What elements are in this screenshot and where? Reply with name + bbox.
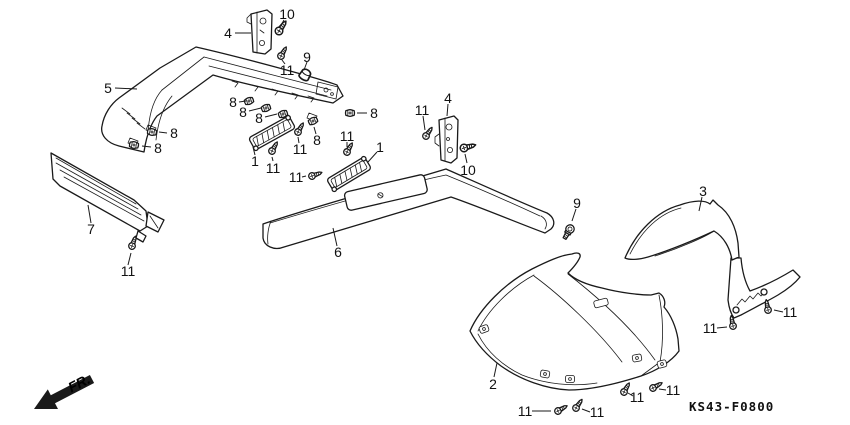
callout-part-8: 8	[229, 94, 237, 110]
callout-part-4: 4	[224, 25, 232, 41]
screw-icon	[420, 124, 436, 142]
diagram-code: KS43-F0800	[689, 399, 775, 414]
part-9-fasteners	[297, 66, 575, 240]
callout-part-11: 11	[292, 141, 308, 157]
clip-icon	[344, 109, 356, 117]
part-4-bracket-side	[434, 115, 459, 164]
callout-part-11: 11	[414, 102, 430, 118]
callout-part-6: 6	[334, 244, 342, 260]
part-3-side-cover	[624, 199, 801, 319]
callout-part-3: 3	[699, 183, 707, 199]
clip-icon	[306, 115, 320, 127]
callout-part-1: 1	[251, 153, 259, 169]
callout-part-7: 7	[87, 221, 95, 237]
callout-part-9: 9	[303, 49, 311, 65]
callout-part-5: 5	[104, 80, 112, 96]
screw-icon	[458, 140, 478, 154]
part-7-grille	[50, 152, 165, 243]
callout-part-11: 11	[339, 128, 355, 144]
part-2-center-cover	[469, 252, 680, 391]
part-1-garnish-a	[248, 114, 296, 152]
callout-part-11: 11	[702, 320, 718, 336]
callout-part-11: 11	[517, 403, 533, 419]
callout-part-2: 2	[489, 376, 497, 392]
callout-part-11: 11	[120, 263, 136, 279]
screw-icon	[275, 44, 290, 62]
callout-part-9: 9	[573, 195, 581, 211]
callout-part-4: 4	[444, 90, 452, 106]
screw-icon	[570, 396, 586, 414]
callout-part-11: 11	[279, 62, 295, 78]
callout-part-10: 10	[279, 6, 295, 22]
bolt-icon	[562, 224, 575, 240]
part-1-garnish-b	[327, 155, 371, 193]
callout-part-8: 8	[370, 105, 378, 121]
part-6-lower-molding	[262, 168, 555, 250]
callout-part-8: 8	[255, 110, 263, 126]
callout-part-8: 8	[239, 104, 247, 120]
callout-part-11: 11	[288, 169, 304, 185]
callout-part-8: 8	[170, 125, 178, 141]
callout-part-11: 11	[665, 382, 681, 398]
callout-part-11: 11	[265, 160, 281, 176]
screw-icon	[647, 379, 665, 394]
screw-icon	[307, 168, 324, 181]
screw-icon	[552, 402, 570, 417]
callout-part-11: 11	[589, 404, 605, 420]
fr-direction-arrow	[34, 375, 95, 409]
screw-icon	[292, 120, 307, 138]
callout-part-8: 8	[313, 132, 321, 148]
callout-part-11: 11	[782, 304, 798, 320]
leader-lines	[87, 19, 784, 413]
callout-part-10: 10	[460, 162, 476, 178]
part-4-bracket-upper	[246, 9, 273, 55]
callout-part-11: 11	[629, 389, 645, 405]
callout-part-8: 8	[154, 140, 162, 156]
callout-part-1: 1	[376, 139, 384, 155]
